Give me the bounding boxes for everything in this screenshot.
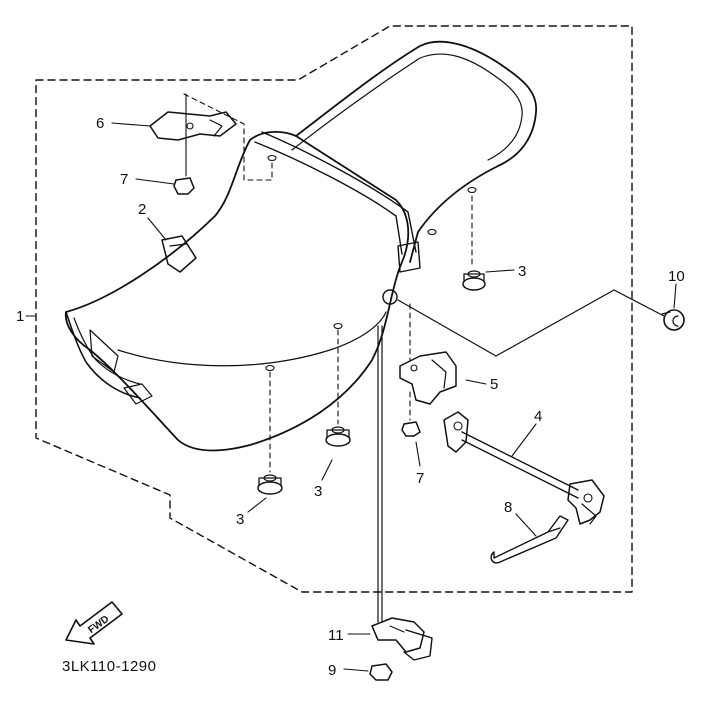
callout-7-lower: 7 (416, 470, 424, 487)
damper-left (257, 371, 283, 495)
damper-middle (325, 329, 351, 447)
damper-right (462, 195, 486, 291)
callout-3-left: 3 (236, 511, 244, 528)
callout-7-upper: 7 (120, 171, 128, 188)
seat-lock-rod (443, 411, 605, 525)
callout-3-right: 3 (518, 263, 526, 280)
callout-3-middle: 3 (314, 483, 322, 500)
callout-leaders (25, 122, 677, 672)
callout-6: 6 (96, 115, 104, 132)
seat-hook (161, 235, 197, 273)
callout-9: 9 (328, 662, 336, 679)
callout-1: 1 (16, 308, 24, 325)
assembly-boundary (35, 25, 633, 593)
lock-nut (369, 663, 393, 681)
callout-4: 4 (534, 408, 542, 425)
forward-arrow-icon: FWD (65, 601, 123, 645)
seat (64, 40, 537, 452)
seat-lock (371, 325, 433, 661)
callout-8: 8 (504, 499, 512, 516)
part-code: 3LK110-1290 (62, 658, 156, 675)
callout-5: 5 (490, 376, 498, 393)
rear-bracket (399, 303, 457, 405)
callout-11: 11 (328, 627, 344, 644)
collar-nut-lower (401, 391, 421, 437)
collar-nut-upper (173, 177, 195, 195)
lock-spring (490, 515, 569, 564)
callout-2: 2 (138, 201, 146, 218)
seat-bolt (397, 289, 685, 357)
front-bracket (149, 93, 273, 181)
callout-10: 10 (668, 268, 685, 285)
